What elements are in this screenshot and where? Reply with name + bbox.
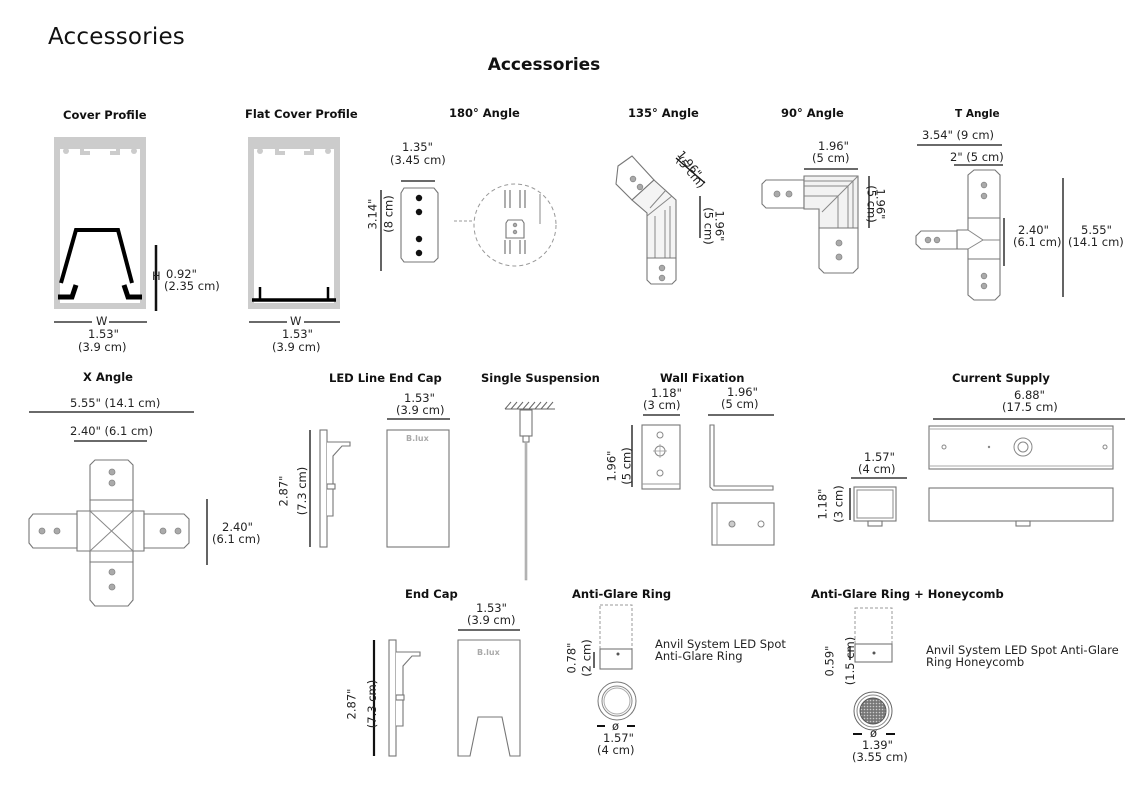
anti-glare-ring-dia-cm: (4 cm)	[597, 743, 635, 757]
angle-180-drawing	[380, 180, 557, 271]
x-angle-drawing	[28, 411, 208, 607]
cover-profile-width-cm: (3.9 cm)	[78, 340, 127, 354]
anti-glare-ring-height-cm: (2 cm)	[579, 639, 594, 677]
end-cap-height-cm: (7.3 cm)	[365, 679, 380, 729]
angle-90-height-cm: (5 cm)	[864, 185, 879, 223]
wall-fixation-w2-cm: (5 cm)	[721, 397, 759, 411]
current-supply-width-in: 6.88"	[1014, 388, 1045, 402]
angle-90-width-in: 1.96"	[818, 139, 849, 153]
wall-fixation-h-cm: (5 cm)	[619, 447, 634, 485]
current-supply-side-w-in: 1.57"	[864, 450, 895, 464]
led-line-end-cap-width-in: 1.53"	[404, 391, 435, 405]
current-supply-label: Current Supply	[952, 371, 1050, 385]
anti-glare-honeycomb-desc-line2: Ring Honeycomb	[926, 655, 1025, 669]
current-supply-side-width-line	[851, 477, 907, 479]
cover-profile-width-in: 1.53"	[88, 327, 119, 341]
t-angle-label: T Angle	[955, 108, 1000, 120]
cover-profile-width-line	[54, 321, 147, 323]
led-line-end-cap-height-cm: (7.3 cm)	[295, 466, 310, 516]
angle-135-label: 135° Angle	[628, 106, 699, 120]
anti-glare-honeycomb-desc-line1: Anvil System LED Spot Anti-Glare	[926, 643, 1119, 657]
cover-profile-label: Cover Profile	[63, 108, 147, 122]
t-angle-total-h-in: 5.55"	[1081, 223, 1112, 237]
anti-glare-ring-desc-line1: Anvil System LED Spot	[655, 637, 786, 651]
x-angle-inner-h-cm: (6.1 cm)	[212, 532, 261, 546]
x-angle-inner-width: 2.40" (6.1 cm)	[70, 424, 153, 438]
anti-glare-ring-drawing	[593, 604, 637, 727]
angle-180-height-in: 3.14"	[365, 198, 380, 230]
cover-profile-height-in: 0.92"	[166, 267, 197, 281]
current-supply-side-h-in: 1.18"	[815, 488, 830, 520]
anti-glare-ring-height-in: 0.78"	[564, 642, 579, 674]
wall-fixation-w1-cm: (3 cm)	[643, 398, 681, 412]
angle-180-width-cm: (3.45 cm)	[390, 153, 446, 167]
page-title: Accessories	[48, 24, 185, 50]
angle-180-label: 180° Angle	[449, 106, 520, 120]
anti-glare-ring-dia-symbol: ø	[612, 719, 620, 733]
wall-fixation-drawing	[631, 414, 775, 546]
anti-glare-honeycomb-height-in: 0.59"	[822, 645, 837, 677]
angle-180-height-cm: (8 cm)	[381, 195, 396, 233]
anti-glare-honeycomb-height-cm: (1.5 cm)	[843, 636, 858, 686]
end-cap-height-in: 2.87"	[344, 688, 359, 720]
end-cap-width-cm: (3.9 cm)	[467, 613, 516, 627]
led-line-end-cap-label: LED Line End Cap	[329, 371, 442, 385]
cover-profile-h-letter: H	[152, 269, 161, 283]
current-supply-side-w-cm: (4 cm)	[858, 462, 896, 476]
end-cap-logo: B.lux	[477, 648, 500, 657]
x-angle-inner-h-in: 2.40"	[222, 520, 253, 534]
wall-fixation-w1-in: 1.18"	[651, 386, 682, 400]
cover-profile-w-letter: W	[96, 314, 108, 328]
anti-glare-honeycomb-dia-line	[853, 733, 895, 735]
flat-cover-profile-drawing	[248, 137, 340, 309]
angle-180-width-in: 1.35"	[402, 140, 433, 154]
angle-90-label: 90° Angle	[781, 106, 844, 120]
angle-135-drawing	[615, 155, 706, 285]
cover-profile-height-cm: (2.35 cm)	[164, 279, 220, 293]
wall-fixation-label: Wall Fixation	[660, 371, 745, 385]
flat-cover-w-letter: W	[290, 314, 302, 328]
led-line-end-cap-drawing	[309, 418, 450, 548]
cover-profile-drawing	[54, 137, 158, 311]
current-supply-width-cm: (17.5 cm)	[1002, 400, 1058, 414]
angle-90-drawing	[761, 168, 870, 274]
end-cap-width-in: 1.53"	[476, 601, 507, 615]
anti-glare-ring-label: Anti-Glare Ring	[572, 587, 672, 601]
angle-90-width-cm: (5 cm)	[812, 151, 850, 165]
anti-glare-ring-desc-line2: Anti-Glare Ring	[655, 649, 743, 663]
flat-cover-profile-label: Flat Cover Profile	[245, 107, 358, 121]
single-suspension-drawing	[504, 401, 555, 581]
single-suspension-label: Single Suspension	[481, 371, 600, 385]
end-cap-label: End Cap	[405, 587, 458, 601]
x-angle-label: X Angle	[83, 370, 133, 384]
t-angle-total-width: 3.54" (9 cm)	[922, 128, 995, 142]
t-angle-inner-h-cm: (6.1 cm)	[1013, 235, 1062, 249]
led-line-end-cap-logo: B.lux	[406, 434, 429, 443]
t-angle-drawing	[915, 144, 1064, 301]
anti-glare-honeycomb-label: Anti-Glare Ring + Honeycomb	[811, 587, 1004, 601]
wall-fixation-h-in: 1.96"	[604, 450, 619, 482]
led-line-end-cap-height-in: 2.87"	[276, 475, 291, 507]
anti-glare-honeycomb-dia-cm: (3.55 cm)	[852, 750, 908, 764]
led-line-end-cap-width-cm: (3.9 cm)	[396, 403, 445, 417]
t-angle-arm-width: 2" (5 cm)	[950, 150, 1004, 164]
wall-fixation-w2-in: 1.96"	[727, 385, 758, 399]
section-title: Accessories	[487, 55, 601, 75]
angle-135-dim2-cm: (5 cm)	[701, 207, 716, 245]
current-supply-drawing	[849, 418, 1125, 527]
t-angle-total-h-cm: (14.1 cm)	[1068, 235, 1124, 249]
flat-cover-width-in: 1.53"	[282, 327, 313, 341]
anti-glare-honeycomb-drawing	[849, 607, 893, 731]
t-angle-inner-h-in: 2.40"	[1018, 223, 1049, 237]
end-cap-drawing	[372, 629, 521, 757]
anti-glare-ring-dia-in: 1.57"	[603, 731, 634, 745]
x-angle-total-width: 5.55" (14.1 cm)	[70, 396, 161, 410]
current-supply-side-h-cm: (3 cm)	[831, 485, 846, 523]
flat-cover-width-line	[249, 321, 340, 323]
anti-glare-honeycomb-dia-in: 1.39"	[862, 738, 893, 752]
flat-cover-width-cm: (3.9 cm)	[272, 340, 321, 354]
anti-glare-honeycomb-dia-symbol: ø	[870, 726, 878, 740]
